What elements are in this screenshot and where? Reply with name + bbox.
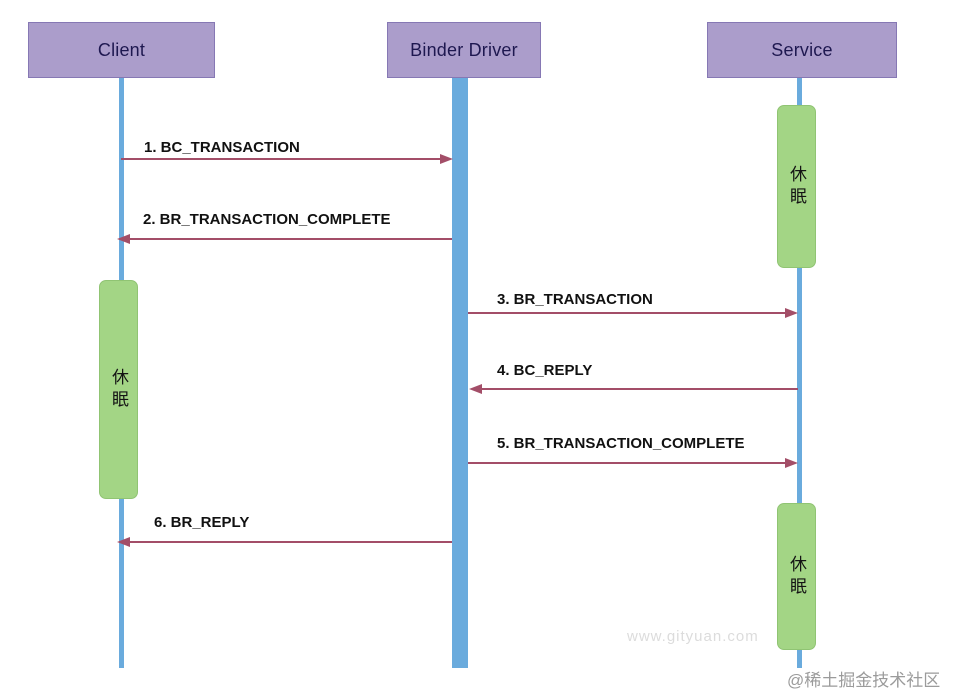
activation-service-sleep-1: 休眠 <box>777 105 816 268</box>
activation-label: 休眠 <box>787 554 806 599</box>
message-label-2: 2. BR_TRANSACTION_COMPLETE <box>143 211 391 228</box>
message-arrow-5 <box>468 462 786 464</box>
message-arrow-3 <box>468 312 786 314</box>
message-arrow-6 <box>130 541 452 543</box>
message-label-3: 3. BR_TRANSACTION <box>497 291 653 308</box>
message-label-6: 6. BR_REPLY <box>154 514 250 531</box>
arrowhead-left-icon <box>469 384 482 394</box>
watermark-community: @稀土掘金技术社区 <box>787 671 941 690</box>
lifeline-binder-driver <box>452 78 468 668</box>
message-arrow-2 <box>130 238 452 240</box>
actor-box-service: Service <box>707 22 897 78</box>
arrowhead-right-icon <box>785 458 798 468</box>
arrowhead-right-icon <box>440 154 453 164</box>
arrowhead-left-icon <box>117 537 130 547</box>
message-arrow-4 <box>482 388 798 390</box>
actor-label-service: Service <box>771 39 833 60</box>
watermark-site: www.gityuan.com <box>627 628 759 645</box>
arrowhead-left-icon <box>117 234 130 244</box>
message-label-4: 4. BC_REPLY <box>497 362 593 379</box>
actor-box-client: Client <box>28 22 215 78</box>
message-arrow-1 <box>121 158 441 160</box>
activation-service-sleep-2: 休眠 <box>777 503 816 650</box>
activation-label: 休眠 <box>109 367 128 412</box>
lifeline-service <box>797 78 802 668</box>
arrowhead-right-icon <box>785 308 798 318</box>
activation-client-sleep: 休眠 <box>99 280 138 499</box>
actor-label-binder-driver: Binder Driver <box>410 39 518 60</box>
activation-label: 休眠 <box>787 164 806 209</box>
message-label-5: 5. BR_TRANSACTION_COMPLETE <box>497 435 745 452</box>
message-label-1: 1. BC_TRANSACTION <box>144 139 300 156</box>
actor-box-binder-driver: Binder Driver <box>387 22 541 78</box>
actor-label-client: Client <box>97 39 146 60</box>
